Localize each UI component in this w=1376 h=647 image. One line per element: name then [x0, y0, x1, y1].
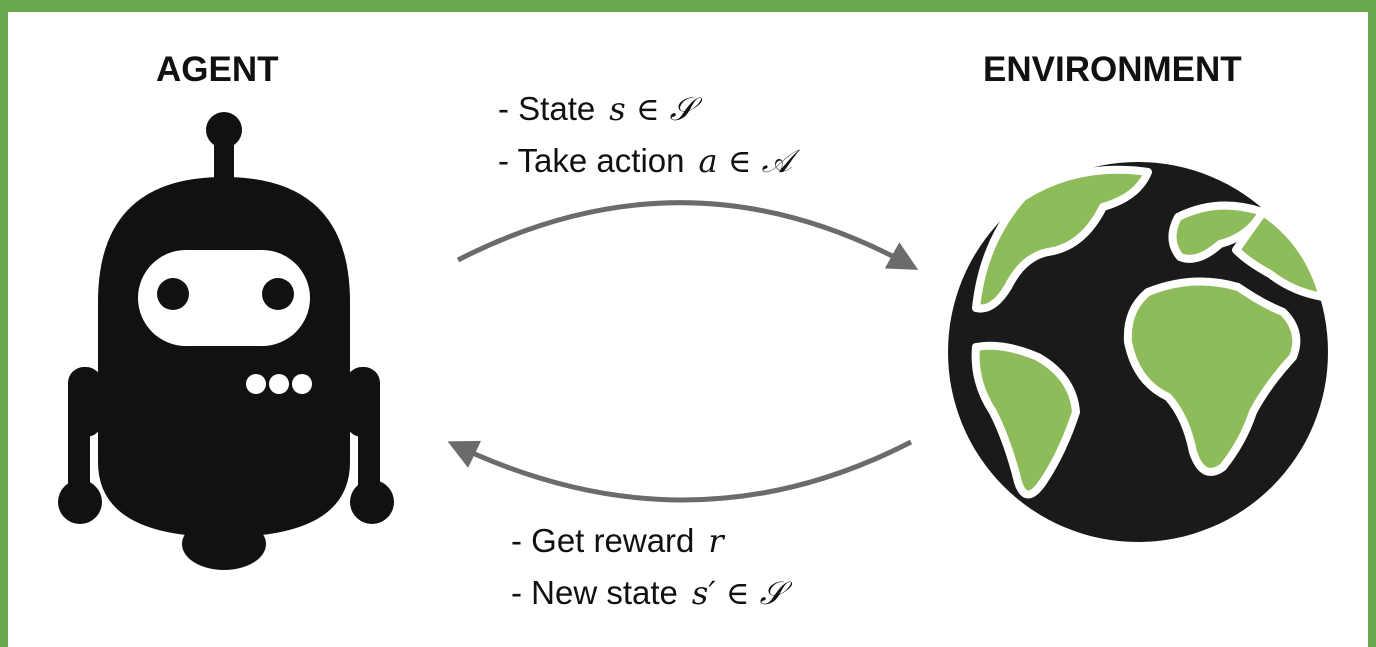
- action-math: a ∈ 𝒜: [698, 142, 792, 180]
- new-state-math: s′ ∈ 𝒮: [691, 574, 785, 612]
- new-state-label: - New state s′ ∈ 𝒮: [511, 574, 784, 613]
- robot-icon: [58, 112, 394, 570]
- environment-title: ENVIRONMENT: [983, 50, 1242, 89]
- action-text: - Take action: [498, 142, 685, 179]
- diagram-frame: AGENT ENVIRONMENT - State s ∈ 𝒮 - Take ac…: [8, 12, 1368, 647]
- reward-label: - Get reward r: [511, 522, 724, 560]
- bottom-arrow: [447, 439, 913, 503]
- arrows: [447, 200, 919, 503]
- action-label: - Take action a ∈ 𝒜: [498, 142, 792, 181]
- state-math: s ∈ 𝒮: [609, 90, 695, 128]
- state-text: - State: [498, 90, 596, 127]
- agent-title: AGENT: [156, 50, 279, 89]
- new-state-text: - New state: [511, 574, 678, 611]
- top-arrow: [456, 200, 919, 270]
- reward-math: r: [708, 522, 724, 560]
- reward-text: - Get reward: [511, 522, 695, 559]
- globe-icon: [948, 162, 1328, 542]
- state-label: - State s ∈ 𝒮: [498, 90, 694, 129]
